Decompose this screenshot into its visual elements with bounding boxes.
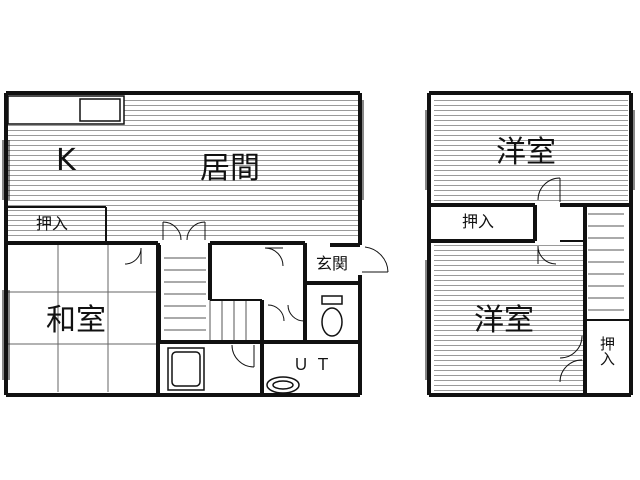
bathtub (167, 347, 205, 391)
doors-first-floor (124, 221, 389, 368)
windows-second-floor (425, 110, 635, 380)
stairs-first-floor (164, 257, 247, 340)
closet-left-label: 押入 (36, 214, 69, 233)
genkan-label: 玄関 (316, 254, 349, 273)
living-room-label: 居間 (200, 151, 260, 186)
closet-right-label: 押入 (462, 212, 495, 231)
yoshitsu-upper-floor-hatch (434, 96, 628, 204)
stairs-second-floor (588, 213, 624, 311)
walls-second-floor (427, 91, 633, 397)
windows-first-floor (2, 100, 364, 380)
yoshitsu-lower-label: 洋室 (474, 303, 534, 338)
walls-thin-second-floor (560, 240, 631, 321)
tatami-grid (8, 244, 158, 392)
yoshitsu-lower-floor-hatch (434, 244, 584, 392)
washitsu-label: 和室 (46, 303, 106, 338)
doors-second-floor (537, 177, 583, 383)
k-label: K (56, 143, 76, 178)
ut-label: ＵＴ (293, 355, 338, 374)
walls-first-floor (4, 91, 362, 397)
washitsu-floor (8, 244, 158, 392)
kitchen-sink (79, 98, 121, 122)
closet-vertical-label: 押入 (598, 336, 616, 366)
second-floor (425, 91, 635, 397)
toilet-fixture (321, 295, 343, 337)
walls-thin-first-floor (6, 206, 262, 342)
washbasin (266, 376, 300, 394)
yoshitsu-upper-label: 洋室 (496, 135, 556, 170)
first-floor (2, 91, 389, 397)
